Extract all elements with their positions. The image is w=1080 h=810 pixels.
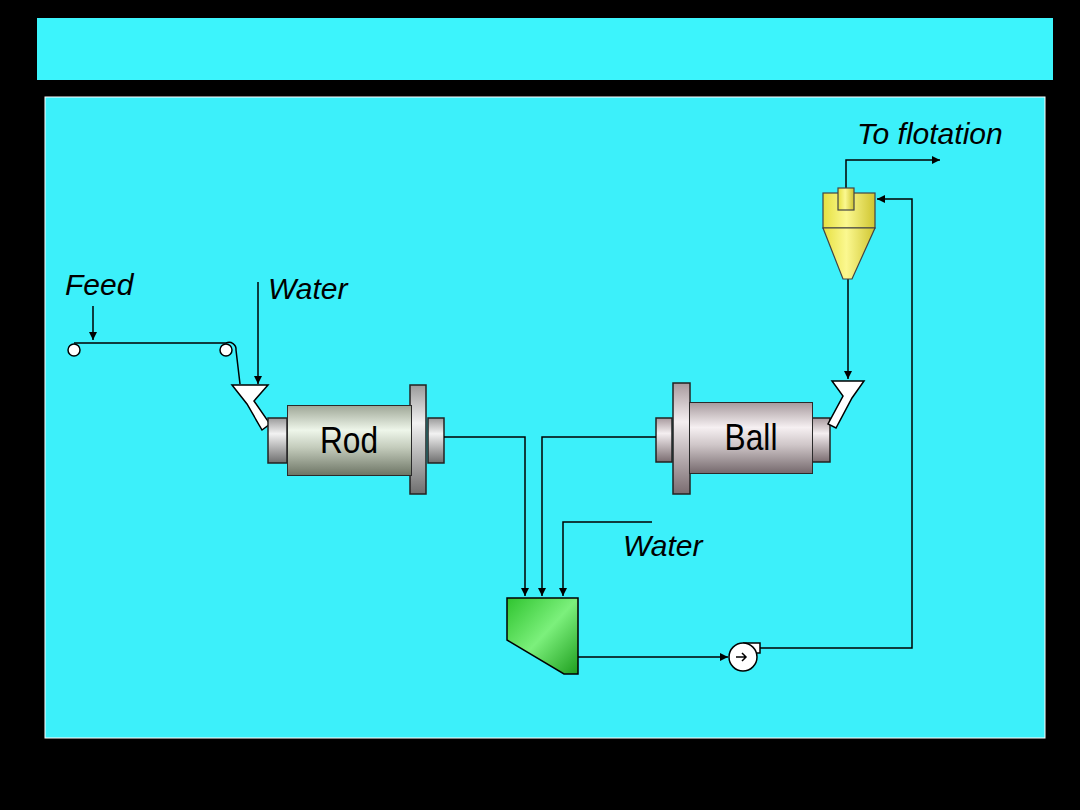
mill-label: Rod <box>320 423 378 459</box>
feed-arrow <box>92 306 94 340</box>
ball-mill-parts <box>656 383 830 494</box>
feed-hopper <box>828 381 864 428</box>
input-label: Water <box>268 274 347 304</box>
sump <box>507 598 578 674</box>
input-label: Water <box>623 531 702 561</box>
pump <box>729 643 760 671</box>
water-line <box>257 282 259 384</box>
mill-shell: Rod <box>287 405 412 476</box>
mill-label: Ball <box>725 420 778 456</box>
conveyor <box>68 342 240 384</box>
input-label: Feed <box>65 270 133 300</box>
mill-shell: Ball <box>689 402 813 474</box>
stream-label: To flotation <box>857 119 1003 149</box>
rod-mill-parts <box>268 385 444 494</box>
cyclone <box>823 188 875 279</box>
header-bar <box>37 18 1053 80</box>
panel <box>45 97 1045 738</box>
feed-hopper <box>232 385 270 430</box>
pipes <box>444 160 940 657</box>
